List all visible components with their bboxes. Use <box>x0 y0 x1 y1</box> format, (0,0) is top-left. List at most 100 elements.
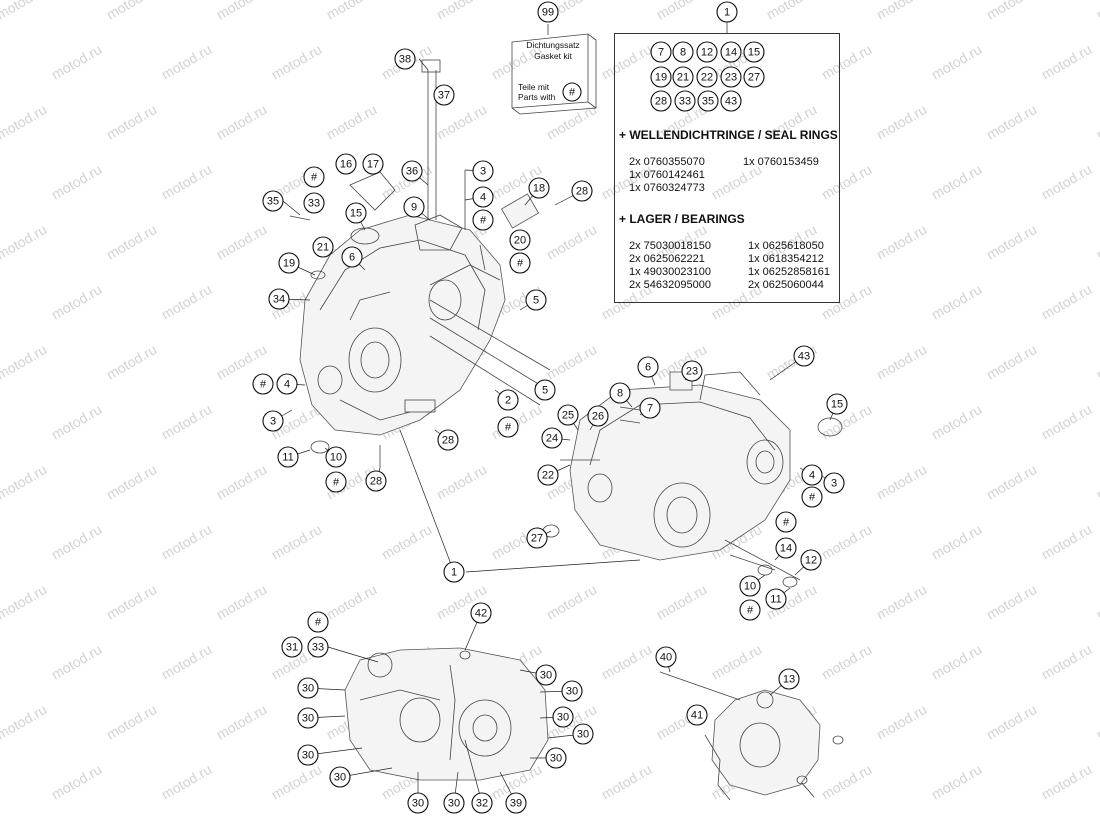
gasket-kit-label-en: Gasket kit <box>534 51 572 61</box>
callout-41: 41 <box>686 704 708 726</box>
watermark-text: motod.ru <box>929 41 985 82</box>
watermark-text: motod.ru <box>709 641 765 682</box>
callout-label: # <box>747 605 754 617</box>
callout-40: 40 <box>655 646 677 668</box>
callout-circle <box>534 379 556 401</box>
callout-label: 23 <box>686 366 698 378</box>
callout-4: 4 <box>801 464 823 486</box>
callout-30: 30 <box>572 723 594 745</box>
callout-22: 22 <box>696 66 718 88</box>
callout-circle <box>437 429 459 451</box>
callout-circle <box>720 41 742 63</box>
callout-label: 43 <box>725 96 737 108</box>
callout-1: 1 <box>443 561 465 583</box>
callout-circle <box>443 792 465 814</box>
callout-circle <box>609 382 631 404</box>
callout-label: # <box>505 422 512 434</box>
callout-19: 19 <box>650 66 672 88</box>
watermark-text: motod.ru <box>324 581 380 622</box>
watermark-text: motod.ru <box>599 641 655 682</box>
watermark-text: motod.ru <box>544 581 600 622</box>
callout-label: # <box>260 379 267 391</box>
callout-label: 32 <box>476 798 488 810</box>
watermark-text: motod.ru <box>984 461 1040 502</box>
callout-label: 28 <box>442 435 454 447</box>
callout-label: # <box>809 492 816 504</box>
callout-circle <box>672 41 694 63</box>
gasket-kit-label-de: Dichtungssatz <box>526 40 580 50</box>
callout-circle <box>297 677 319 699</box>
callout-6: 6 <box>341 246 363 268</box>
callout-label: 1 <box>724 7 730 19</box>
callout-5: 5 <box>525 289 547 311</box>
watermark-text: motod.ru <box>874 221 930 262</box>
callout-circle <box>433 84 455 106</box>
callout-circle <box>470 602 492 624</box>
callout-43: 43 <box>720 90 742 112</box>
callout-circle <box>587 405 609 427</box>
callout-circle <box>696 41 718 63</box>
callout-label: 22 <box>542 470 554 482</box>
callout-circle <box>528 177 550 199</box>
watermark-text: motod.ru <box>929 401 985 442</box>
callout-30: 30 <box>545 747 567 769</box>
watermark-text: motod.ru <box>104 581 160 622</box>
callout-label: 14 <box>725 47 737 59</box>
callout-label: 34 <box>273 294 285 306</box>
callout-label: 30 <box>302 683 314 695</box>
callout-label: 12 <box>805 555 817 567</box>
callout-circle <box>262 190 284 212</box>
callout-circle <box>739 599 761 621</box>
callout-label: 30 <box>577 729 589 741</box>
callout-circle <box>826 393 848 415</box>
callout-10: 10 <box>325 446 347 468</box>
watermark-text: motod.ru <box>0 221 49 262</box>
watermark-text: motod.ru <box>104 221 160 262</box>
callout-circle <box>681 360 703 382</box>
callout-circle <box>297 707 319 729</box>
watermark-text: motod.ru <box>0 701 49 742</box>
callout-circle <box>801 464 823 486</box>
callout-circle <box>650 41 672 63</box>
watermark-text: motod.ru <box>1039 161 1095 202</box>
callout-circle <box>778 668 800 690</box>
callout-label: 23 <box>725 72 737 84</box>
callout-circle <box>765 588 787 610</box>
callout-7: 7 <box>650 41 672 63</box>
callout-label: 24 <box>546 433 558 445</box>
callout-label: 22 <box>701 72 713 84</box>
callout-15: 15 <box>743 41 765 63</box>
callout-1: 1 <box>716 1 738 23</box>
callout-label: # <box>311 172 318 184</box>
watermark-text: motod.ru <box>929 281 985 322</box>
bearing-line: 2x 75030018150 <box>629 240 711 252</box>
seal-rings-heading: + WELLENDICHTRINGE / SEAL RINGS <box>619 128 838 142</box>
callout-circle <box>303 192 325 214</box>
callout-label: # <box>783 517 790 529</box>
callout-circle <box>562 82 582 102</box>
callout-circle <box>739 575 761 597</box>
callout-11: 11 <box>765 588 787 610</box>
callout-label: 40 <box>660 652 672 664</box>
watermark-text: motod.ru <box>984 221 1040 262</box>
callout-4: 4 <box>472 186 494 208</box>
bearing-line: 2x 54632095000 <box>629 279 711 291</box>
watermark-text: motod.ru <box>0 341 49 382</box>
callout-circle <box>672 66 694 88</box>
callout-30: 30 <box>297 707 319 729</box>
callout-42: 42 <box>470 602 492 624</box>
callout-label: 33 <box>312 642 324 654</box>
callout-label: 1 <box>451 567 457 579</box>
callout-label: # <box>480 215 487 227</box>
callout-circle <box>341 246 363 268</box>
callout-14: 14 <box>775 537 797 559</box>
callout-label: 30 <box>302 713 314 725</box>
gasket-kit-graphic <box>511 33 597 115</box>
watermark-text: motod.ru <box>434 461 490 502</box>
callout-circle <box>526 527 548 549</box>
watermark-text: motod.ru <box>984 701 1040 742</box>
watermark-text: motod.ru <box>159 401 215 442</box>
callout-circle <box>545 747 567 769</box>
callout-31: 31 <box>281 636 303 658</box>
callout-19: 19 <box>278 252 300 274</box>
